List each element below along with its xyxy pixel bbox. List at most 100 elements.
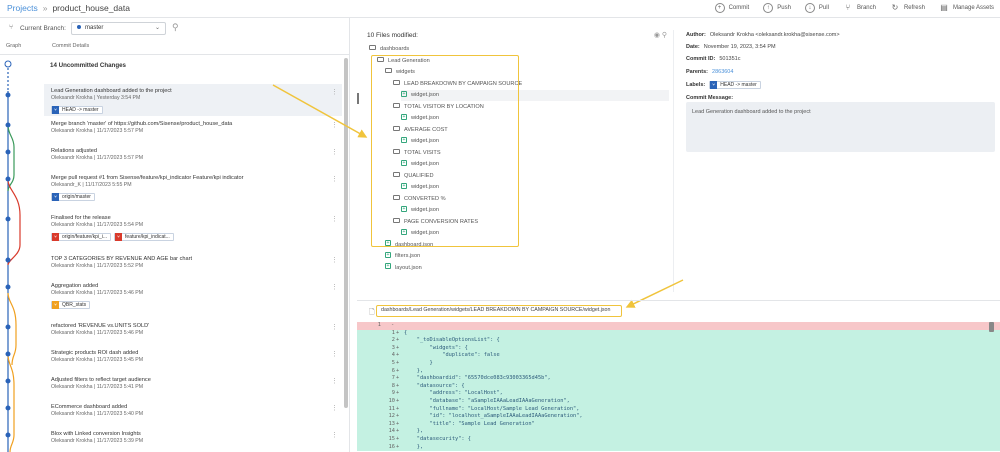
diff-new-line-number: 15 (388, 435, 395, 442)
commit-meta: Oleksandr Krokha | 11/17/2023 5:45 PM (51, 357, 144, 363)
commit-row[interactable]: Lead Generation dashboard added to the p… (44, 84, 342, 116)
tree-file[interactable]: +dashboard.json (385, 240, 433, 251)
tree-folder[interactable]: widgets (385, 67, 415, 78)
commit-title: Lead Generation dashboard added to the p… (51, 88, 172, 94)
commit-row[interactable]: Merge branch 'master' of https://github.… (44, 117, 342, 139)
tree-item-label: widget.json (411, 115, 439, 121)
more-options-icon[interactable]: ⋮ (331, 284, 338, 291)
more-options-icon[interactable]: ⋮ (331, 432, 338, 439)
tree-file[interactable]: + layout.json (385, 263, 422, 274)
more-options-icon[interactable]: ⋮ (331, 378, 338, 385)
tree-folder[interactable]: dashboards (369, 44, 409, 55)
diff-new-line-number: 6 (391, 367, 395, 374)
commit-history-panel: ⑂ Current Branch: master ⌄ ⚲ Graph Commi… (0, 18, 350, 452)
more-options-icon[interactable]: ⋮ (331, 149, 338, 156)
tree-file[interactable]: +widget.json (401, 205, 439, 216)
tree-folder[interactable]: QUALIFIED (393, 171, 434, 182)
commit-title: Finalised for the release (51, 215, 111, 221)
breadcrumb-current-project: product_house_data (52, 3, 130, 13)
branch-tag[interactable]: ⑂origin/feature/kpi_i... (51, 233, 112, 241)
breadcrumb-projects-link[interactable]: Projects (7, 3, 38, 13)
commit-row[interactable]: Adjusted filters to reflect target audie… (44, 373, 342, 395)
tree-folder[interactable]: TOTAL VISITS (393, 148, 441, 159)
manage-assets-button[interactable]: ▤Manage Assets (939, 2, 994, 14)
branch-tag[interactable]: ⑂HEAD -> master (51, 106, 103, 114)
pull-button[interactable]: ↓Pull (804, 2, 829, 14)
more-options-icon[interactable]: ⋮ (331, 351, 338, 358)
commit-row[interactable]: TOP 3 CATEGORIES BY REVENUE AND AGE bar … (44, 252, 342, 274)
annotation-highlight-box (371, 55, 519, 247)
tree-folder[interactable]: AVERAGE COST (393, 125, 448, 136)
diff-old-line-number: 1 (377, 322, 381, 328)
refresh-button[interactable]: ↻Refresh (890, 2, 925, 14)
diff-sign: + (396, 397, 400, 404)
tree-file[interactable]: +widget.json (401, 113, 439, 124)
tree-file[interactable]: +widget.json (401, 136, 439, 147)
tree-folder[interactable]: Lead Generation (377, 56, 430, 67)
branch-button[interactable]: ⑂Branch (843, 2, 876, 14)
push-button[interactable]: ↑Push (763, 2, 791, 14)
view-options-icons[interactable]: ◉ ⚲ (653, 32, 667, 39)
more-options-icon[interactable]: ⋮ (331, 216, 338, 223)
graph-column-header: Graph (6, 43, 22, 49)
branch-dropdown[interactable]: master ⌄ (71, 22, 166, 35)
tree-file[interactable]: +filters.json (385, 251, 420, 262)
more-options-icon[interactable]: ⋮ (331, 176, 338, 183)
branch-tag-text: QBR_stats (62, 302, 87, 308)
folder-icon (393, 125, 400, 131)
commit-node (4, 60, 12, 68)
tree-item-label: dashboards (380, 46, 410, 52)
branch-tag-text: HEAD -> master (62, 107, 99, 113)
header-divider (0, 54, 350, 55)
diff-new-line-number: 3 (391, 344, 395, 351)
diff-new-line-number: 10 (388, 397, 395, 404)
diff-scrollbar[interactable] (989, 322, 994, 332)
file-added-icon: + (385, 263, 391, 270)
tree-file[interactable]: +widget.json (401, 159, 439, 170)
tree-file[interactable]: +widget.json (401, 90, 669, 101)
folder-icon (377, 56, 384, 62)
commit-list-scrollbar[interactable] (344, 58, 348, 408)
branch-tag-text: origin/feature/kpi_i... (62, 234, 108, 240)
diff-code: "duplicate": false (404, 352, 500, 359)
tree-folder[interactable]: PAGE CONVERSION RATES (393, 217, 478, 228)
tree-item-label: layout.json (395, 264, 422, 271)
diff-new-line-number: 9 (391, 390, 395, 397)
tree-folder[interactable]: CONVERTED % (393, 194, 446, 205)
more-options-icon[interactable]: ⋮ (331, 257, 338, 264)
tree-file[interactable]: +widget.json (401, 182, 439, 193)
commit-meta: Oleksandr_K | 11/17/2023 5:55 PM (51, 182, 132, 188)
more-options-icon[interactable]: ⋮ (331, 89, 338, 96)
search-icon[interactable]: ⚲ (172, 22, 179, 32)
tree-item-label: filters.json (395, 253, 421, 259)
refresh-icon: ↻ (891, 3, 899, 12)
branch-tag[interactable]: ⑂origin/master (51, 193, 95, 201)
diff-panel: 🗋 dashboards/Lead Generation/widgets/LEA… (357, 300, 1000, 452)
branch-tag[interactable]: ⑂QBR_stats (51, 301, 91, 309)
more-options-icon[interactable]: ⋮ (331, 122, 338, 129)
tree-item-label: widget.json (411, 138, 439, 144)
parent-commit-link[interactable]: 2863604 (712, 69, 734, 75)
files-modified-heading: 10 Files modified: (367, 32, 418, 39)
commit-title: Relations adjusted (51, 148, 98, 154)
commit-button[interactable]: +Commit (714, 2, 749, 14)
folder-icon (393, 102, 400, 108)
commit-tags: ⑂QBR_stats (51, 301, 342, 309)
tree-file[interactable]: +widget.json (401, 228, 439, 239)
commit-meta: Oleksandr Krokha | 11/17/2023 5:46 PM (51, 330, 144, 336)
folder-icon (393, 79, 400, 85)
tree-folder[interactable]: TOTAL VISITOR BY LOCATION (393, 102, 484, 113)
commit-row[interactable]: refactored 'REVENUE vs.UNITS SOLD'Oleksa… (44, 319, 342, 341)
tree-folder[interactable]: LEAD BREAKDOWN BY CAMPAIGN SOURCE (393, 79, 522, 90)
uncommitted-changes-row[interactable]: 14 Uncommitted Changes (50, 62, 126, 69)
more-options-icon[interactable]: ⋮ (331, 324, 338, 331)
commit-row[interactable]: Merge pull request #1 from Sisense/featu… (44, 171, 342, 206)
more-options-icon[interactable]: ⋮ (331, 405, 338, 412)
branch-tag[interactable]: ⑂feature/kpi_indicat... (114, 233, 174, 241)
